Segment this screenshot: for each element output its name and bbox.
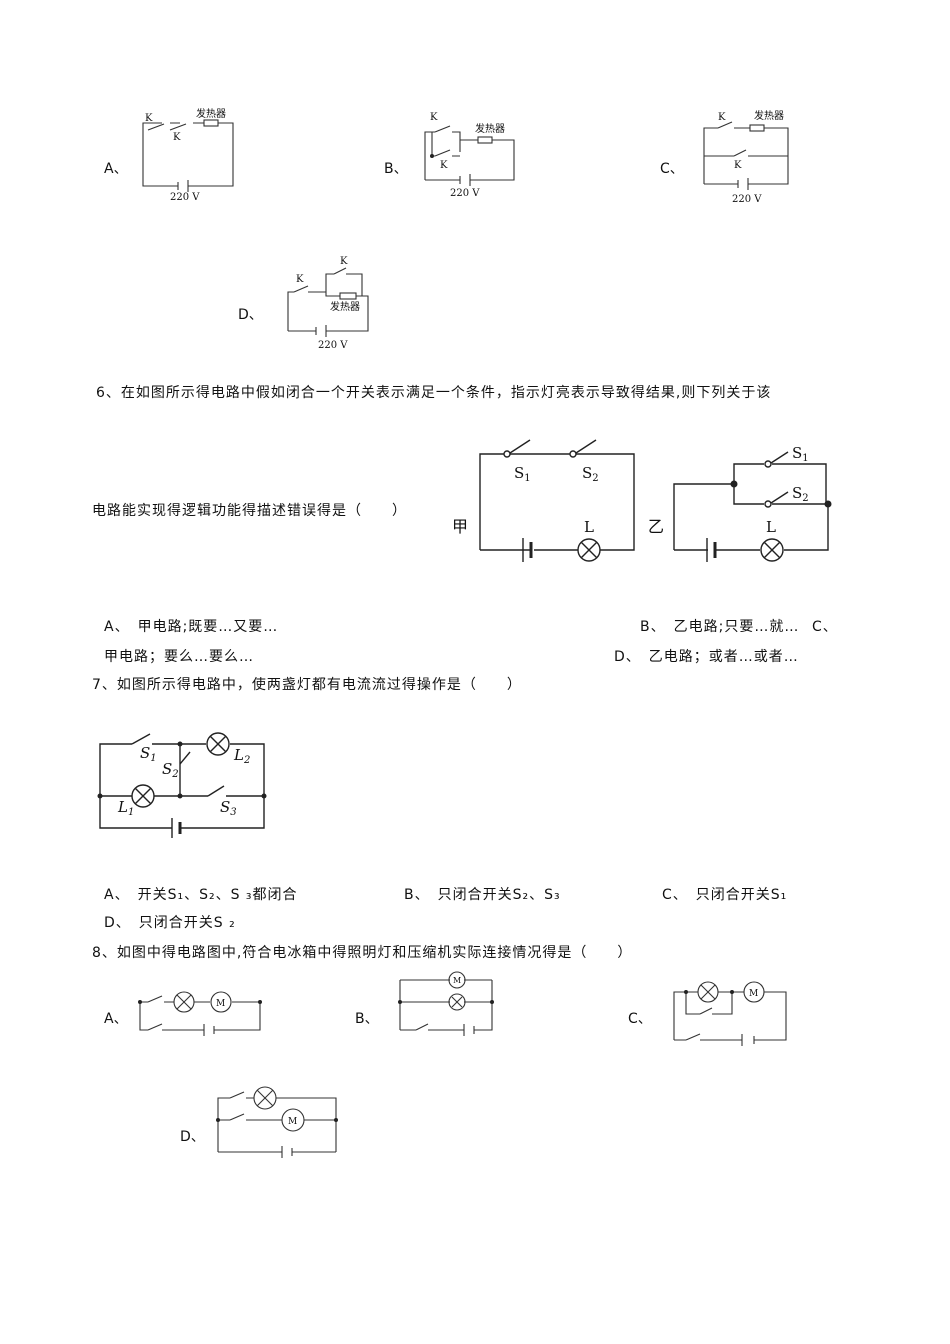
q5-circuit-d: K K 发热器 220 V [287,256,369,351]
voltage-label: 220 V [318,340,348,351]
k-label: K [296,274,304,285]
q7-option-d: D、 只闭合开关S ₂ [104,915,236,931]
q6-option-c-label: C、 [812,619,838,635]
k-label: K [340,256,348,267]
q8-circuit-d: M [216,1086,338,1158]
q6-option-d: D、 乙电路；或者…或者… [614,649,799,665]
heater-label: 发热器 [754,109,784,122]
q8-option-c-label: C、 [628,1011,652,1027]
voltage-label: 220 V [170,192,200,203]
voltage-label: 220 V [732,194,762,205]
k-label: K [173,132,181,143]
voltage-label: 220 V [450,188,480,199]
q6-option-a: A、 甲电路;既要…又要… [104,619,279,635]
q6-option-b: B、 乙电路;只要…就… [640,619,800,635]
q6-circuit-yi: S1 S2 L [673,444,832,562]
motor-label: M [216,999,225,1009]
q8-option-a-label: A、 [104,1011,128,1027]
q8-option-b-label: B、 [355,1011,379,1027]
q8-stem: 8、如图中得电路图中,符合电冰箱中得照明灯和压缩机实际连接情况得是（ ） [92,945,633,961]
q6-circuit-jia: S1 S2 L [479,439,635,562]
q5-option-d-label: D、 [238,307,263,323]
svg-text:S1: S1 [514,464,531,484]
q5-option-a-label: A、 [104,161,128,177]
lamp-label: L [584,518,594,536]
k-label: K [430,112,438,123]
svg-text:S1: S1 [140,744,157,764]
q8-circuit-b: M [398,971,494,1036]
motor-label: M [453,976,461,985]
svg-text:S2: S2 [792,484,809,504]
q5-option-c-label: C、 [660,161,684,177]
k-label: K [718,112,726,123]
q6-option-c: 甲电路；要么…要么… [104,649,254,665]
svg-text:L2: L2 [233,746,250,766]
k-label: K [440,160,448,171]
svg-text:S3: S3 [220,798,237,818]
q8-circuit-c: M [673,981,787,1046]
svg-text:S2: S2 [582,464,599,484]
k-label: K [734,160,742,171]
q5-circuit-b: K K 发热器 220 V [424,112,515,199]
q8-circuit-a: M [138,991,262,1036]
heater-label: 发热器 [196,107,226,120]
q6-stem-line2: 电路能实现得逻辑功能得描述错误得是（ ） [92,503,407,519]
q7-option-c: C、 只闭合开关S₁ [662,887,788,903]
motor-label: M [749,989,758,999]
k-label: K [145,113,153,124]
q5-circuit-a: K K 发热器 220 V [142,107,234,203]
q8-option-d-label: D、 [180,1129,205,1145]
q6-stem-line1: 6、在如图所示得电路中假如闭合一个开关表示满足一个条件，指示灯亮表示导致得结果,… [96,385,772,401]
q5-option-b-label: B、 [384,161,408,177]
fig-yi-label: 乙 [648,517,665,536]
fig-jia-label: 甲 [452,517,469,536]
svg-text:S2: S2 [162,760,179,780]
lamp-label: L [766,518,776,536]
q7-circuit: S1 S2 S3 L1 L2 [97,732,267,838]
motor-label: M [288,1117,297,1127]
q5-circuit-c: K K 发热器 220 V [703,109,789,205]
heater-label: 发热器 [475,122,505,135]
svg-text:L1: L1 [117,798,134,818]
heater-label: 发热器 [330,300,360,313]
svg-text:S1: S1 [792,444,809,464]
q7-stem: 7、如图所示得电路中，使两盏灯都有电流流过得操作是（ ） [92,677,522,693]
q7-option-a: A、 开关S₁、S₂、S ₃都闭合 [104,887,298,903]
q7-option-b: B、 只闭合开关S₂、S₃ [404,887,561,903]
